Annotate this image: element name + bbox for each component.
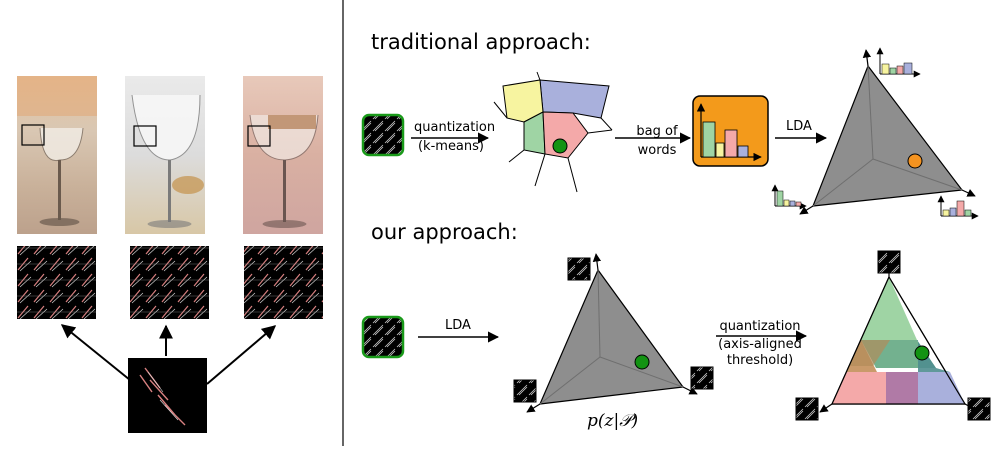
histogram-icon-traditional bbox=[692, 95, 769, 167]
histogram-icon-corner-right bbox=[937, 195, 979, 220]
histogram-icon-corner-top bbox=[876, 47, 921, 78]
label-quantization-kmeans: quantization (k-means) bbox=[414, 120, 496, 154]
patch-icon-corner-left bbox=[513, 379, 537, 403]
wine-glass-photo-2 bbox=[125, 76, 205, 234]
heading-traditional: traditional approach: bbox=[371, 30, 591, 54]
label-bag-of-words-line1: bag of bbox=[636, 124, 678, 139]
arrow-to-map-1 bbox=[60, 324, 131, 381]
patch-icon-corner-top bbox=[567, 257, 591, 281]
label-bag-of-words: bag of words bbox=[627, 124, 687, 158]
quantized-simplex bbox=[819, 260, 979, 413]
simplex-point-green bbox=[634, 354, 650, 370]
simplex-point-orange bbox=[907, 153, 923, 169]
wine-glass-photo-1 bbox=[17, 76, 97, 234]
patch-thumbnail-traditional bbox=[361, 113, 405, 157]
wine-glass-photo-3 bbox=[243, 76, 323, 234]
label-quantization-axis-line1: quantization bbox=[719, 319, 801, 334]
label-quantization-axis: quantization (axis-aligned threshold) bbox=[712, 319, 808, 368]
label-bag-of-words-line2: words bbox=[637, 143, 677, 158]
patch-icon-quantized-top bbox=[877, 250, 901, 274]
label-quantization-kmeans-line1: quantization bbox=[414, 120, 496, 135]
histogram-icon-corner-left bbox=[771, 184, 807, 210]
quantized-point-green bbox=[914, 345, 930, 361]
label-lda-top: LDA bbox=[786, 119, 812, 134]
topic-simplex-traditional bbox=[799, 49, 976, 215]
label-lda-bottom: LDA bbox=[445, 318, 471, 333]
label-quantization-kmeans-line2: (k-means) bbox=[417, 139, 484, 154]
patch-icon-corner-right bbox=[690, 366, 714, 390]
label-posterior: p(z|𝒫) bbox=[587, 411, 639, 431]
gradient-feature-map-3 bbox=[244, 246, 323, 319]
label-quantization-axis-line3: threshold) bbox=[726, 353, 794, 368]
patch-thumbnail-ours bbox=[361, 315, 405, 359]
voronoi-point-marker bbox=[552, 138, 568, 154]
gradient-feature-map-2 bbox=[130, 246, 209, 319]
patch-icon-quantized-left bbox=[795, 397, 819, 421]
arrow-to-map-3 bbox=[206, 325, 277, 385]
gradient-feature-map-1 bbox=[17, 246, 96, 319]
patch-thumbnail-large bbox=[128, 358, 207, 433]
heading-ours: our approach: bbox=[371, 220, 518, 244]
label-quantization-axis-line2: (axis-aligned bbox=[718, 337, 802, 352]
voronoi-diagram bbox=[493, 71, 613, 193]
patch-icon-quantized-right bbox=[967, 397, 991, 421]
topic-simplex-posterior bbox=[526, 253, 698, 413]
